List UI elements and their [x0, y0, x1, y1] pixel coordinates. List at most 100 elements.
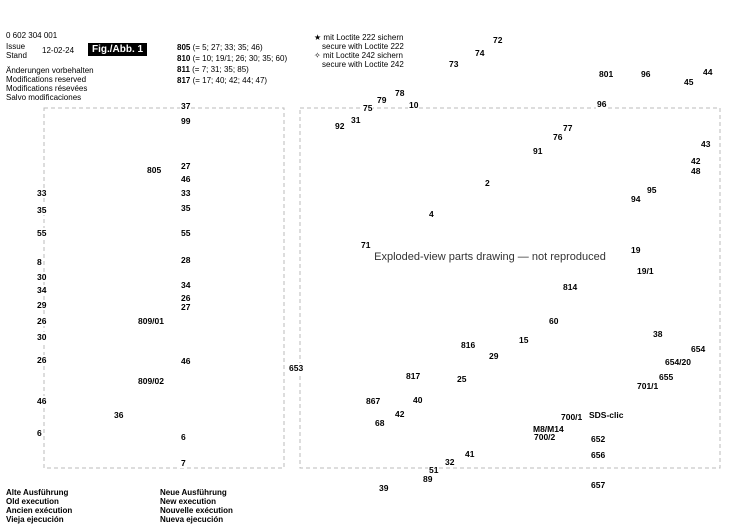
callout-label: 36 [113, 410, 125, 420]
callout-label: 76 [552, 132, 564, 142]
callout-label: 41 [464, 449, 476, 459]
callout-label: 55 [180, 228, 192, 238]
assembly-row: 810 (= 10; 19/1; 26; 30; 35; 60) [177, 54, 288, 63]
callout-label: 30 [36, 332, 48, 342]
callout-label: 656 [590, 450, 607, 460]
change-notice-en: Modifications reserved [6, 75, 87, 84]
loctite-222-row: ★ mit Loctite 222 sichern [314, 33, 404, 42]
callout-label: 45 [683, 77, 695, 87]
callout-label: 2 [484, 178, 491, 188]
callout-label: 26 [36, 316, 48, 326]
callout-label: 91 [532, 146, 544, 156]
callout-label: 38 [652, 329, 664, 339]
callout-label: 35 [180, 203, 192, 213]
callout-label: 46 [36, 396, 48, 406]
callout-label: 40 [412, 395, 424, 405]
callout-label: 29 [36, 300, 48, 310]
callout-label: 42 [394, 409, 406, 419]
callout-label: 809/01 [137, 316, 165, 326]
callout-label: 42 [690, 156, 702, 166]
callout-label: 817 [405, 371, 422, 381]
callout-label: 48 [690, 166, 702, 176]
loctite-222-row-en: secure with Loctite 222 [322, 42, 404, 51]
callout-label: 27 [180, 161, 192, 171]
callout-label: 33 [180, 188, 192, 198]
change-notice-es: Salvo modificaciones [6, 93, 82, 102]
callout-label: 73 [448, 59, 460, 69]
change-notice-de: Änderungen vorbehalten [6, 66, 94, 75]
callout-label: 44 [702, 67, 714, 77]
callout-label: 809/02 [137, 376, 165, 386]
callout-label: 8 [36, 257, 43, 267]
assembly-list: 805 (= 5; 27; 33; 35; 46) 810 (= 10; 19/… [177, 43, 287, 85]
callout-label: 27 [180, 302, 192, 312]
callout-label: 89 [422, 474, 434, 484]
callout-label: 35 [36, 205, 48, 215]
old-execution-legend: Alte Ausführung Old execution Ancien exé… [6, 488, 73, 524]
callout-label: 652 [590, 434, 607, 444]
callout-label: 43 [700, 139, 712, 149]
callout-label: 79 [376, 95, 388, 105]
issue-label: Issue [6, 42, 26, 51]
callout-label: 94 [630, 194, 642, 204]
callout-label: 7 [180, 458, 187, 468]
new-execution-legend: Neue Ausführung New execution Nouvelle e… [160, 488, 233, 524]
callout-label: 701/1 [636, 381, 660, 391]
callout-label: 74 [474, 48, 486, 58]
loctite-242-row: ✧ mit Loctite 242 sichern [314, 51, 403, 60]
callout-label: 657 [590, 480, 607, 490]
callout-label: 654 [690, 344, 707, 354]
placeholder-notice: Exploded-view parts drawing — not reprod… [374, 251, 606, 263]
callout-label: 46 [180, 174, 192, 184]
issue-date: 12-02-24 [42, 46, 75, 55]
callout-label: 6 [36, 428, 43, 438]
callout-label: 29 [488, 351, 500, 361]
callout-label: 46 [180, 356, 192, 366]
callout-label: 801 [598, 69, 615, 79]
callout-label: 60 [548, 316, 560, 326]
callout-label: 26 [36, 355, 48, 365]
callout-label: M8/M14 [532, 424, 565, 434]
callout-label: 77 [562, 123, 574, 133]
callout-label: 700/2 [533, 432, 557, 442]
callout-label: 51 [428, 465, 440, 475]
figure-label: Fig./Abb. 1 [88, 43, 148, 56]
callout-label: 25 [456, 374, 468, 384]
callout-label: 4 [428, 209, 435, 219]
callout-label: 655 [658, 372, 675, 382]
callout-label: 75 [362, 103, 374, 113]
callout-label: 814 [562, 282, 579, 292]
callout-label: 26 [180, 293, 192, 303]
callout-label: 96 [596, 99, 608, 109]
callout-label: 71 [360, 240, 372, 250]
stand-label: Stand [6, 51, 27, 60]
callout-label: 96 [640, 69, 652, 79]
change-notice-fr: Modifications résevées [6, 84, 88, 93]
callout-label: 78 [394, 88, 406, 98]
callout-label: SDS-clic [588, 410, 625, 420]
callout-label: 34 [36, 285, 48, 295]
callout-label: 805 [146, 165, 163, 175]
callout-label: 95 [646, 185, 658, 195]
callout-label: 34 [180, 280, 192, 290]
callout-label: 28 [180, 255, 192, 265]
part-number: 0 602 304 001 [6, 31, 58, 40]
callout-label: 10 [408, 100, 420, 110]
callout-label: 653 [288, 363, 305, 373]
assembly-row: 817 (= 17; 40; 42; 44; 47) [177, 76, 268, 85]
callout-label: 19 [630, 245, 642, 255]
callout-label: 15 [518, 335, 530, 345]
callout-label: 6 [180, 432, 187, 442]
loctite-legend: ★ mit Loctite 222 sichern secure with Lo… [314, 33, 404, 69]
callout-label: 39 [378, 483, 390, 493]
callout-label: 654/20 [664, 357, 692, 367]
callout-label: 72 [492, 35, 504, 45]
callout-label: 55 [36, 228, 48, 238]
callout-label: 92 [334, 121, 346, 131]
callout-label: 30 [36, 272, 48, 282]
loctite-242-row-en: secure with Loctite 242 [322, 60, 404, 69]
callout-label: 68 [374, 418, 386, 428]
callout-label: 33 [36, 188, 48, 198]
